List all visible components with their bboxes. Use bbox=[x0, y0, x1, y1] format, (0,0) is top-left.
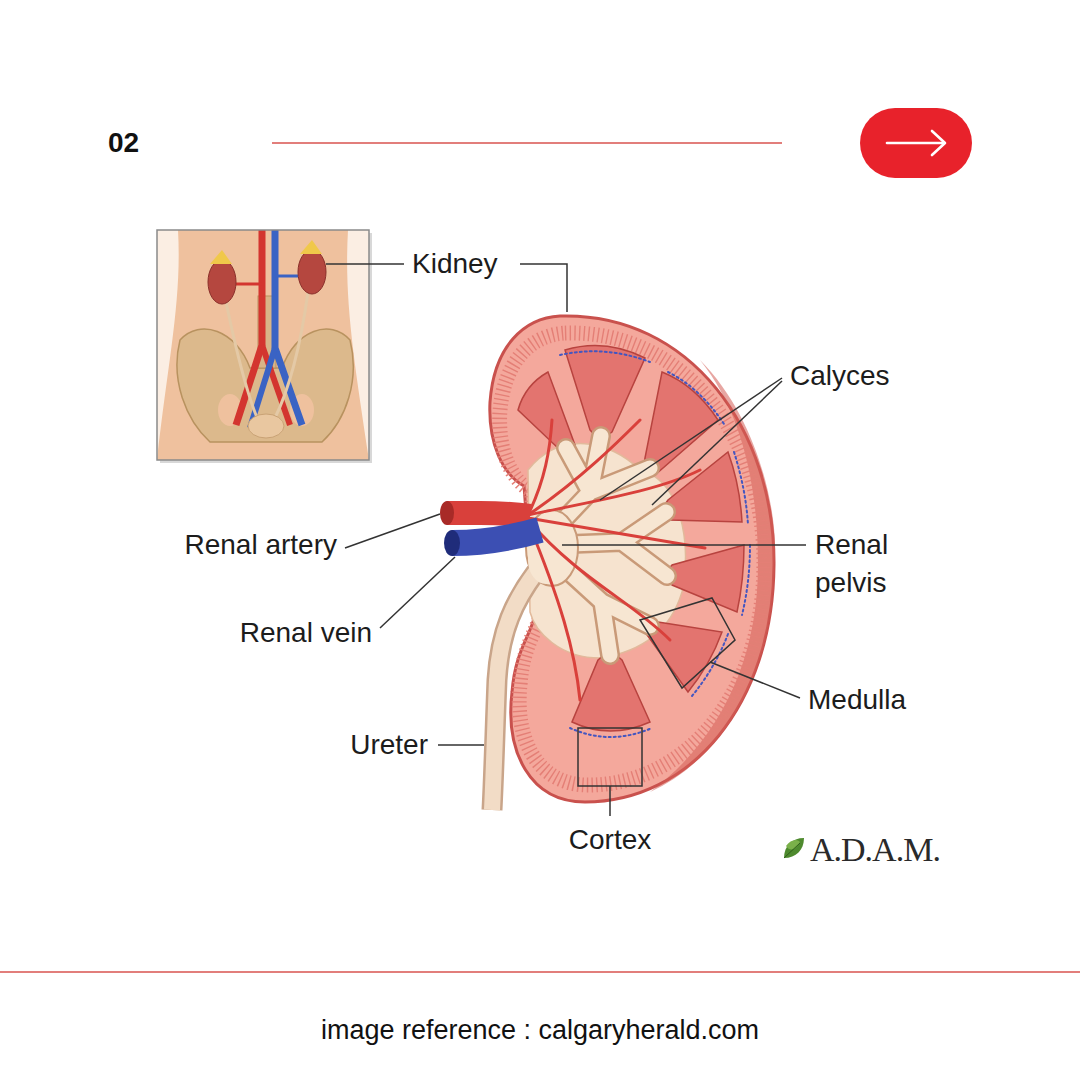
arcuate-vein bbox=[742, 545, 750, 615]
slide-number: 02 bbox=[108, 126, 139, 160]
pyramid bbox=[644, 372, 718, 475]
part-label: Renal artery bbox=[184, 528, 337, 562]
part-label: Medulla bbox=[808, 683, 906, 717]
part-label-anchor: Kidney bbox=[412, 247, 498, 281]
inset-renal-vein bbox=[275, 275, 298, 278]
leader-line bbox=[380, 557, 455, 628]
artery-branch bbox=[528, 420, 640, 515]
image-caption-anchor: image reference : calgaryherald.com bbox=[321, 1013, 759, 1047]
leader-line bbox=[326, 263, 404, 265]
pelvis-bone bbox=[177, 329, 353, 442]
adrenal-gland bbox=[210, 250, 232, 264]
arcuate-vein bbox=[570, 728, 652, 737]
arcuate-vein bbox=[560, 351, 650, 362]
artery-branch bbox=[528, 522, 580, 700]
leader-line bbox=[562, 544, 806, 546]
arcuate-vein bbox=[734, 452, 748, 525]
part-label-anchor: Cortex bbox=[569, 823, 651, 857]
part-label-anchor: Renal pelvis bbox=[815, 526, 888, 602]
renal-vein bbox=[452, 530, 540, 543]
logo-stem bbox=[784, 843, 800, 858]
arcuate-vein bbox=[692, 634, 728, 696]
logo-text-anchor: A.D.A.M. bbox=[810, 830, 940, 870]
pyramid bbox=[565, 346, 645, 437]
medulla-bracket bbox=[640, 598, 735, 688]
inset-ureter bbox=[274, 292, 308, 420]
artery-branches bbox=[528, 420, 705, 700]
part-label: Renal vein bbox=[240, 616, 372, 650]
part-label: Kidney bbox=[412, 247, 498, 281]
slide-number-anchor: 02 bbox=[108, 126, 139, 160]
arrow-head bbox=[932, 131, 945, 155]
logo-text: A.D.A.M. bbox=[810, 830, 940, 870]
inset-ureter bbox=[226, 302, 258, 420]
part-label-anchor: Medulla bbox=[808, 683, 906, 717]
leader-line bbox=[710, 662, 800, 698]
logo-leaf bbox=[784, 838, 804, 858]
footer-rule bbox=[0, 971, 1080, 972]
leader-line bbox=[345, 514, 440, 548]
artery-branch bbox=[528, 518, 705, 548]
image-caption: image reference : calgaryherald.com bbox=[321, 1013, 759, 1047]
part-label-anchor: Calyces bbox=[790, 359, 890, 393]
leader-lines bbox=[326, 264, 806, 816]
leader-line bbox=[520, 264, 567, 312]
leader-line bbox=[652, 381, 782, 505]
leader-line bbox=[600, 378, 782, 500]
part-label-anchor: Renal vein bbox=[240, 616, 372, 650]
part-label: Calyces bbox=[790, 359, 890, 393]
part-label-anchor: Renal artery bbox=[184, 528, 337, 562]
pyramid bbox=[572, 654, 650, 731]
leader-line bbox=[438, 744, 484, 746]
arcuate-vein bbox=[668, 372, 724, 424]
medullary-pyramids bbox=[518, 346, 744, 732]
part-label-anchor: Ureter bbox=[350, 728, 428, 762]
renal-artery bbox=[447, 513, 530, 516]
cortex-striation bbox=[500, 333, 764, 785]
inset-kidney bbox=[298, 250, 326, 294]
cortex-bracket bbox=[578, 728, 642, 786]
next-button bbox=[860, 108, 972, 178]
pyramid bbox=[667, 545, 744, 612]
pyramid bbox=[664, 452, 742, 522]
inset-renal-artery bbox=[236, 283, 262, 286]
vein-branches bbox=[560, 351, 750, 737]
kidney-outline bbox=[490, 316, 774, 802]
ureter-wall bbox=[492, 572, 536, 810]
arrow-shaft bbox=[887, 142, 944, 145]
ureter bbox=[492, 572, 536, 810]
adrenal-gland bbox=[300, 240, 322, 254]
inset-kidney bbox=[208, 260, 236, 304]
leader-line bbox=[609, 786, 611, 816]
part-label: Ureter bbox=[350, 728, 428, 762]
artery-cut-end bbox=[440, 501, 454, 525]
header-rule bbox=[272, 142, 782, 143]
vena-cava bbox=[275, 230, 302, 425]
part-label: Cortex bbox=[569, 823, 651, 857]
artery-branch bbox=[528, 470, 700, 515]
part-label: Renal pelvis bbox=[815, 526, 888, 602]
vein-cut-end bbox=[444, 530, 460, 556]
bladder bbox=[248, 414, 284, 438]
